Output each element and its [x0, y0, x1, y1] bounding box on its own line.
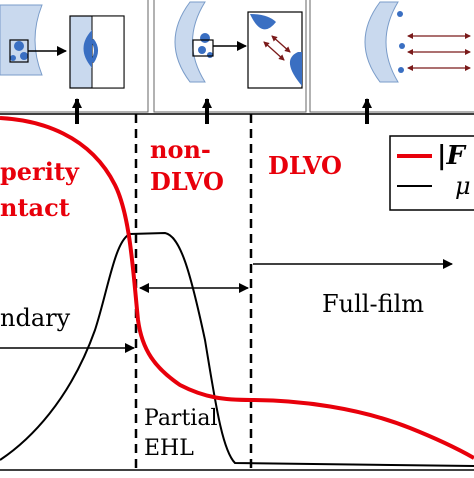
schematic-panel-dlvo — [309, 0, 474, 113]
legend-entry-friction: |F — [437, 141, 465, 171]
partial-label-line1: Partial — [144, 406, 218, 431]
full-film-label: Full-film — [322, 290, 425, 318]
asperity-label-line2: ntact — [0, 193, 70, 222]
asperity-label-line1: perity — [0, 157, 79, 186]
schematic-panel-asperity — [0, 0, 149, 113]
partial-label-line2: EHL — [144, 436, 194, 461]
friction-curve — [0, 116, 474, 460]
nondlvo-label-line1: non- — [150, 135, 211, 164]
boundary-label: ndary — [0, 304, 71, 332]
nondlvo-label-line2: DLVO — [150, 167, 224, 196]
legend-entry-mu: μ — [455, 172, 471, 200]
schematic-panel-nondlvo — [153, 0, 307, 113]
mu-curve — [0, 231, 474, 467]
dlvo-label: DLVO — [268, 151, 342, 180]
legend — [389, 135, 474, 211]
plot-frame — [0, 113, 474, 471]
